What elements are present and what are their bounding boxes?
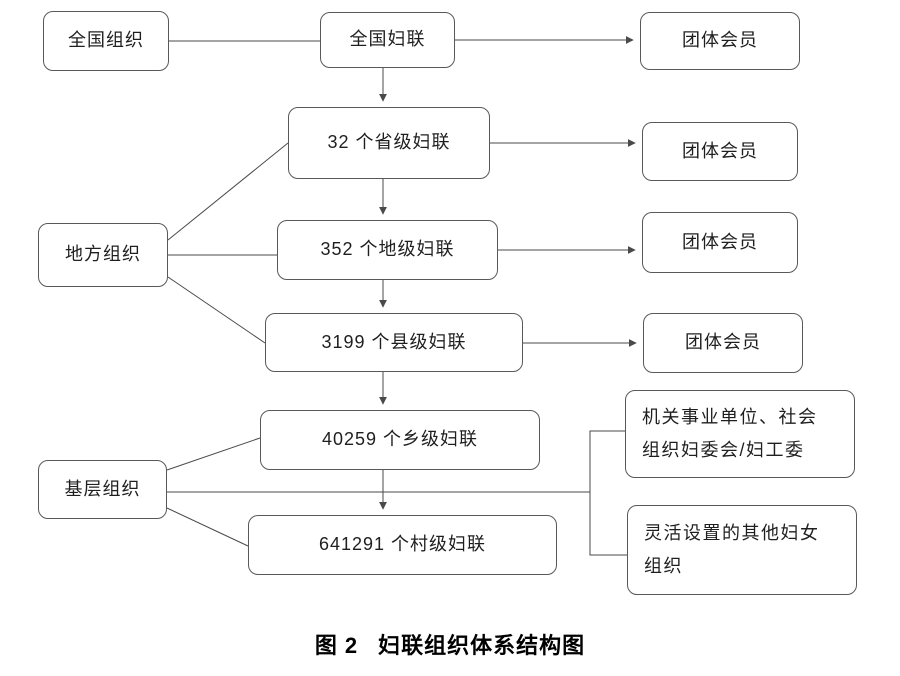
figure-caption-number: 图 2 (314, 633, 359, 658)
connector-localorg-prov (167, 142, 289, 241)
connector-grassroots-town (166, 437, 261, 471)
node-label: 基层组织 (64, 478, 141, 499)
node-provincial-federations: 32 个省级妇联 (288, 107, 490, 179)
node-label: 32 个省级妇联 (327, 132, 451, 153)
node-label: 40259 个乡级妇联 (321, 429, 479, 450)
node-label-line1: 灵活设置的其他妇女 (644, 523, 820, 543)
node-other-womens-organizations: 灵活设置的其他妇女 组织 (627, 505, 857, 595)
node-county-federations: 3199 个县级妇联 (265, 313, 523, 372)
node-national-organization: 全国组织 (43, 11, 169, 71)
node-label: 352 个地级妇联 (320, 239, 455, 260)
node-group-members-3: 团体会员 (642, 212, 798, 273)
node-label: 全国组织 (68, 30, 144, 51)
node-local-organization: 地方组织 (38, 223, 168, 287)
node-label: 地方组织 (65, 244, 141, 265)
node-label: 团体会员 (682, 140, 758, 161)
node-label: 641291 个村级妇联 (318, 534, 487, 555)
node-township-federations: 40259 个乡级妇联 (260, 410, 540, 470)
node-label-line2: 组织 (644, 556, 683, 576)
node-label: 团体会员 (682, 231, 758, 252)
node-label-line1: 机关事业单位、社会 (642, 407, 818, 427)
node-prefecture-federations: 352 个地级妇联 (277, 220, 498, 280)
node-group-members-2: 团体会员 (642, 122, 798, 181)
node-label-line2: 组织妇委会/妇工委 (642, 440, 805, 460)
node-grassroots-organization: 基层组织 (38, 460, 167, 519)
connector-grassroots-village (166, 507, 249, 547)
node-national-federation: 全国妇联 (320, 12, 455, 68)
node-institution-womens-committees: 机关事业单位、社会 组织妇委会/妇工委 (625, 390, 855, 478)
connector-bracket-right (589, 430, 627, 556)
node-group-members-1: 团体会员 (640, 12, 800, 70)
node-label: 全国妇联 (349, 29, 426, 50)
figure-caption: 图 2 妇联组织体系结构图 (0, 628, 900, 660)
node-label: 团体会员 (685, 332, 761, 353)
node-label: 3199 个县级妇联 (321, 331, 467, 352)
node-label: 团体会员 (682, 30, 758, 51)
node-group-members-4: 团体会员 (643, 313, 803, 373)
node-village-federations: 641291 个村级妇联 (248, 515, 557, 575)
figure-caption-title: 妇联组织体系结构图 (378, 633, 586, 658)
connector-localorg-county (167, 276, 266, 344)
